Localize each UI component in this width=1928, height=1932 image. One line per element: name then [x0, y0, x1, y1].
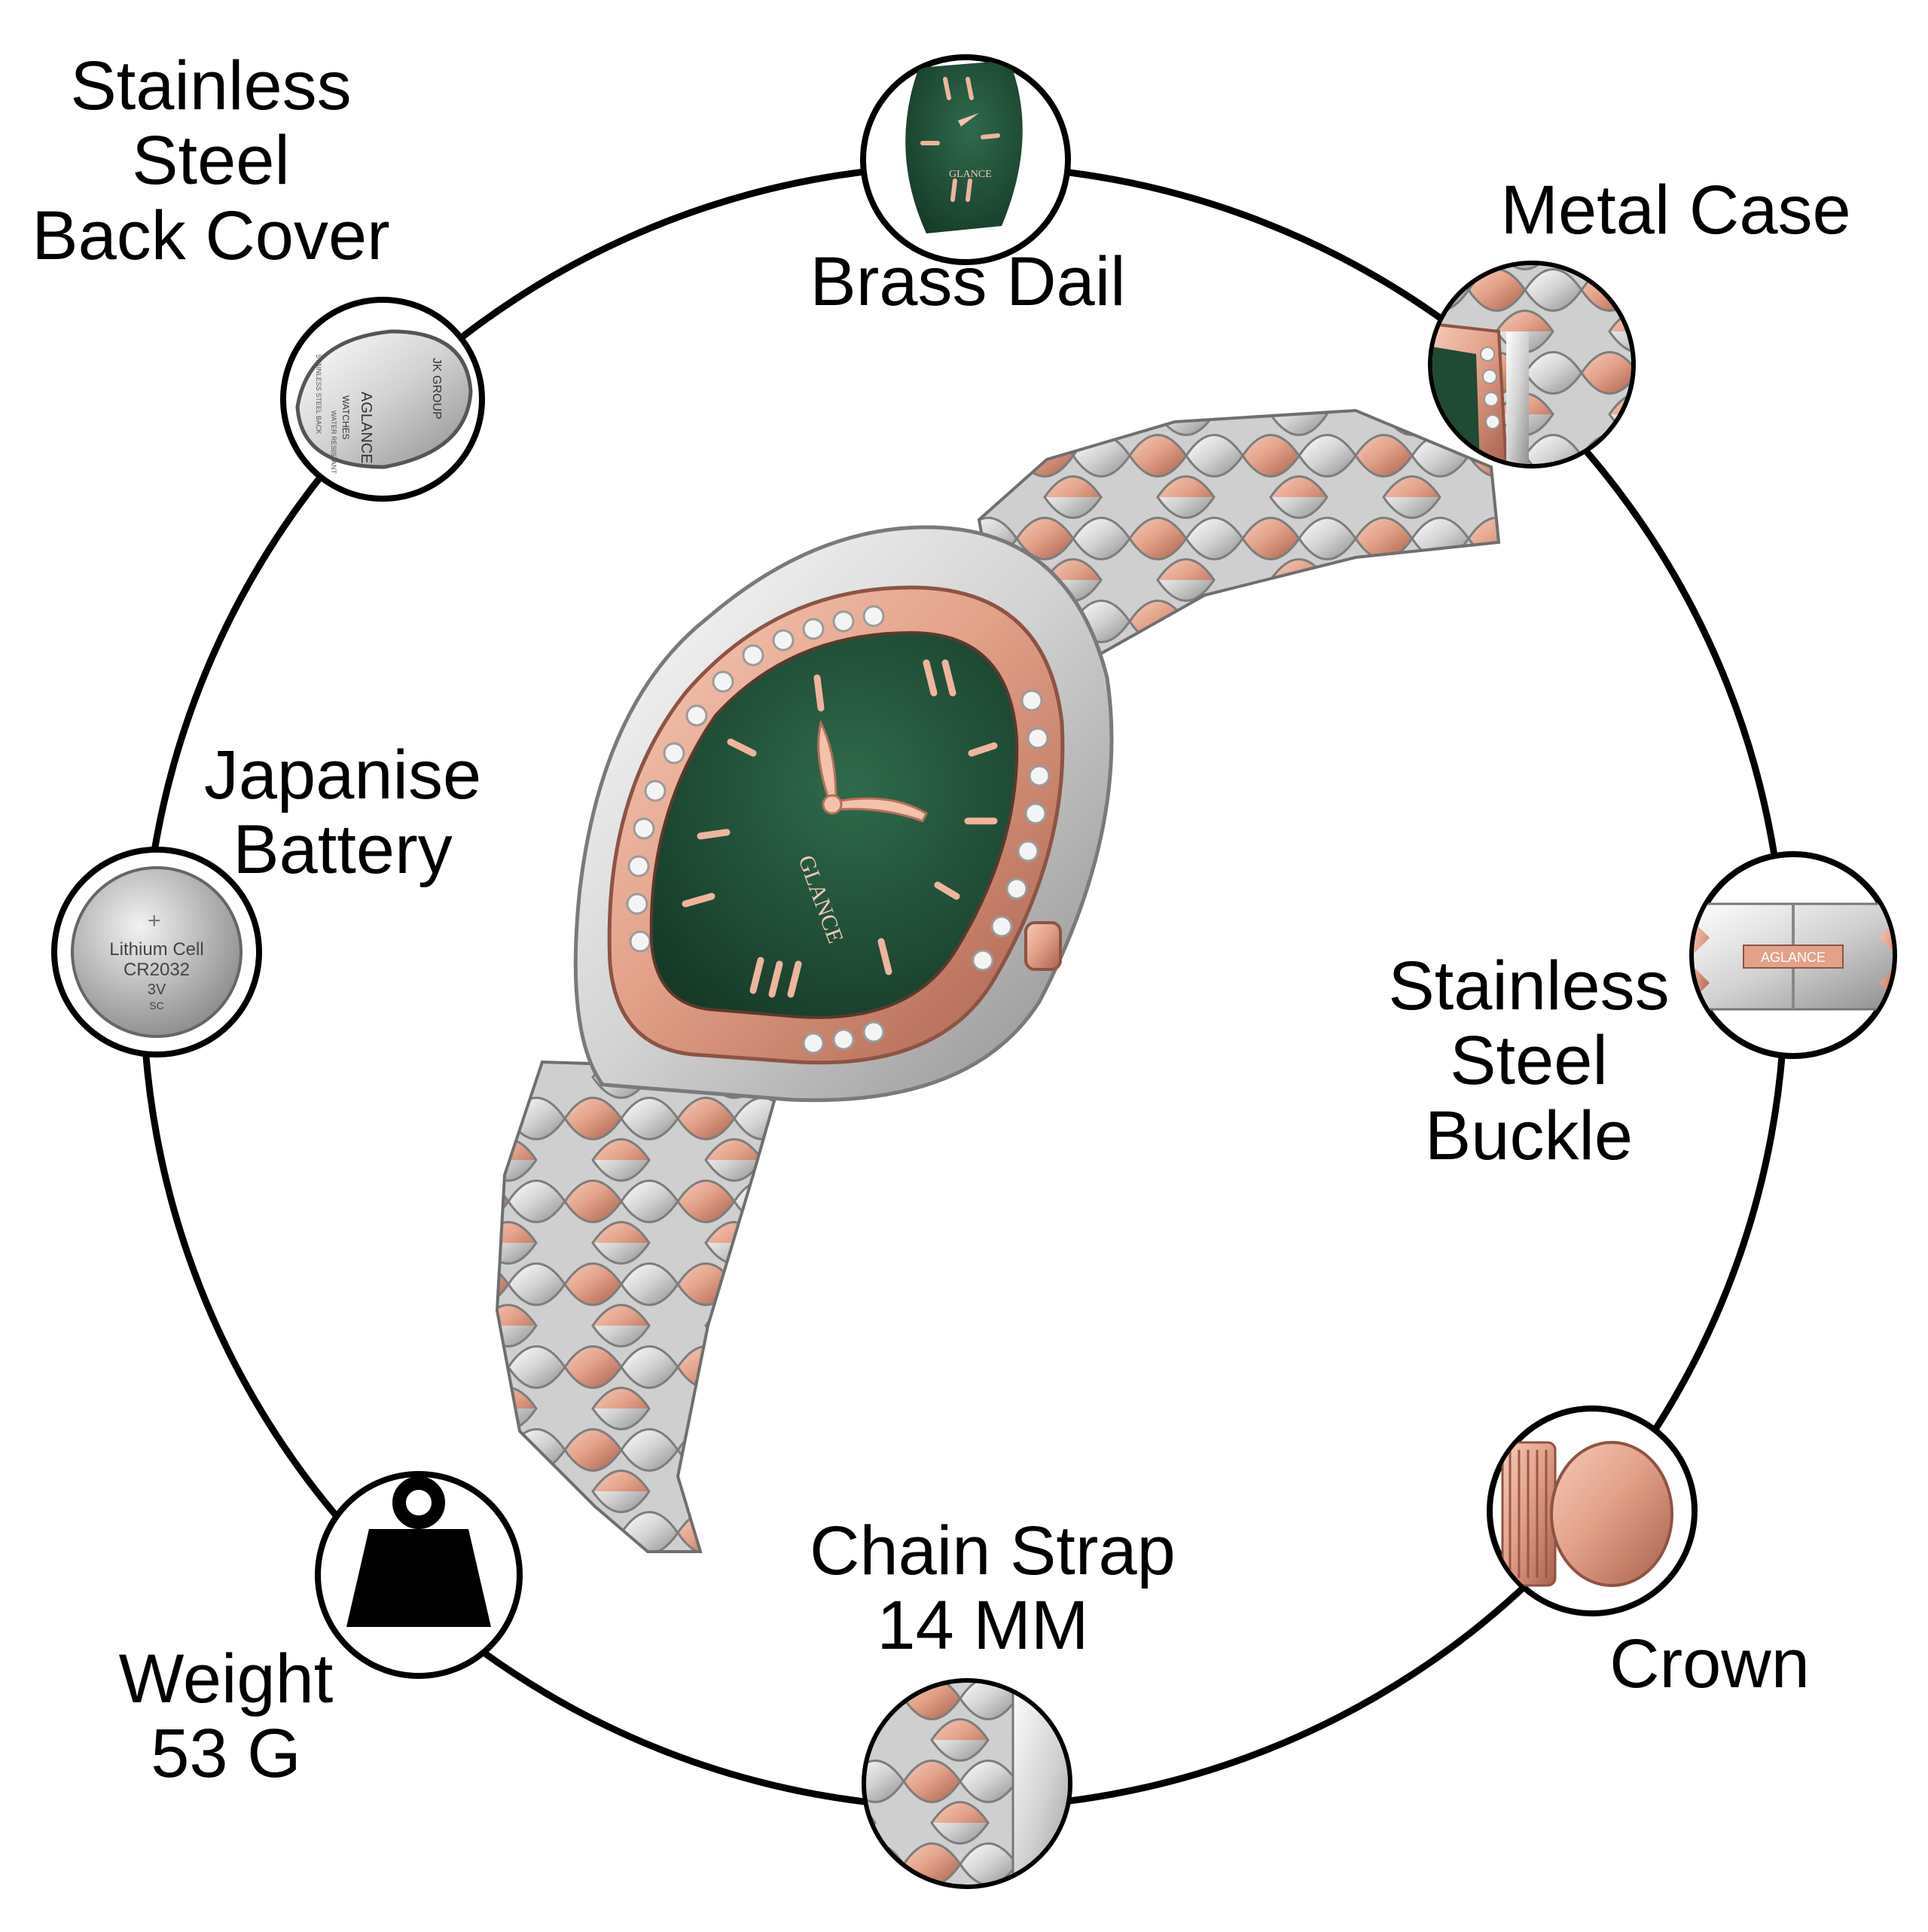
- label-case: Metal Case: [1480, 172, 1872, 249]
- battery-icon: + Lithium Cell CR2032 3V SC: [51, 847, 262, 1058]
- label-buckle: Stainless Steel Buckle: [1348, 948, 1710, 1174]
- dial-icon-brand: GLANCE: [949, 169, 992, 180]
- back-cover-engraving-3: JK GROUP: [430, 358, 443, 420]
- battery-text-4: SC: [149, 1000, 163, 1012]
- label-buckle-line-3: Buckle: [1424, 1097, 1634, 1174]
- label-battery: Japanise Battery: [166, 737, 520, 889]
- label-buckle-line-2: Steel: [1450, 1022, 1608, 1100]
- label-dial: Brass Dail: [798, 243, 1137, 320]
- label-crown: Crown: [1597, 1625, 1823, 1702]
- label-back-cover-line-2: Steel: [132, 122, 290, 200]
- label-dial-line-1: Brass Dail: [810, 243, 1126, 320]
- bezel-stones: [626, 605, 1051, 1055]
- label-battery-line-2: Battery: [233, 811, 453, 889]
- battery-text-2: CR2032: [124, 960, 190, 980]
- dial-icon: GLANCE: [860, 54, 1071, 265]
- crown-icon: [1487, 1406, 1698, 1616]
- label-battery-line-1: Japanise: [203, 737, 482, 813]
- back-cover-icon: AGLANCE WATCHES JK GROUP STAINLESS STEEL…: [280, 297, 485, 502]
- label-weight-line-1: Weight: [118, 1641, 334, 1717]
- lower-bracelet: [495, 1060, 786, 1553]
- label-crown-line-1: Crown: [1609, 1625, 1810, 1702]
- watch-product: GLANCE: [495, 408, 1501, 1553]
- weight-icon: [315, 1471, 523, 1679]
- dial-markers: [682, 659, 998, 998]
- label-weight: Weight 53 G: [87, 1641, 365, 1793]
- label-back-cover: Stainless Steel Back Cover: [23, 47, 399, 274]
- label-back-cover-line-3: Back Cover: [32, 197, 390, 274]
- label-back-cover-line-1: Stainless: [70, 47, 352, 124]
- back-cover-engraving-5: WATER RESISTANT: [330, 411, 337, 474]
- back-cover-engraving-2: WATCHES: [340, 395, 351, 440]
- watch-hands: [817, 719, 928, 823]
- watch-crown: [1024, 921, 1062, 971]
- watch-dial: [649, 630, 1019, 1019]
- back-cover-engraving-4: STAINLESS STEEL BACK: [315, 354, 322, 435]
- chain-strap-icon: [862, 1678, 1072, 1889]
- battery-text-3: 3V: [148, 981, 166, 998]
- label-case-line-1: Metal Case: [1500, 172, 1851, 249]
- label-strap-line-1: Chain Strap: [810, 1512, 1176, 1589]
- label-strap: Chain Strap 14 MM: [810, 1512, 1176, 1665]
- battery-text-1: Lithium Cell: [109, 939, 203, 960]
- svg-text:+: +: [148, 908, 161, 933]
- buckle-engraving: AGLANCE: [1761, 950, 1826, 965]
- case-icon: [1428, 261, 1636, 469]
- label-buckle-line-1: Stainless: [1388, 948, 1670, 1024]
- label-strap-line-2: 14 MM: [877, 1587, 1089, 1665]
- back-cover-engraving: AGLANCE: [358, 392, 374, 464]
- buckle-icon: AGLANCE: [1689, 851, 1897, 1059]
- label-weight-line-2: 53 G: [151, 1715, 301, 1793]
